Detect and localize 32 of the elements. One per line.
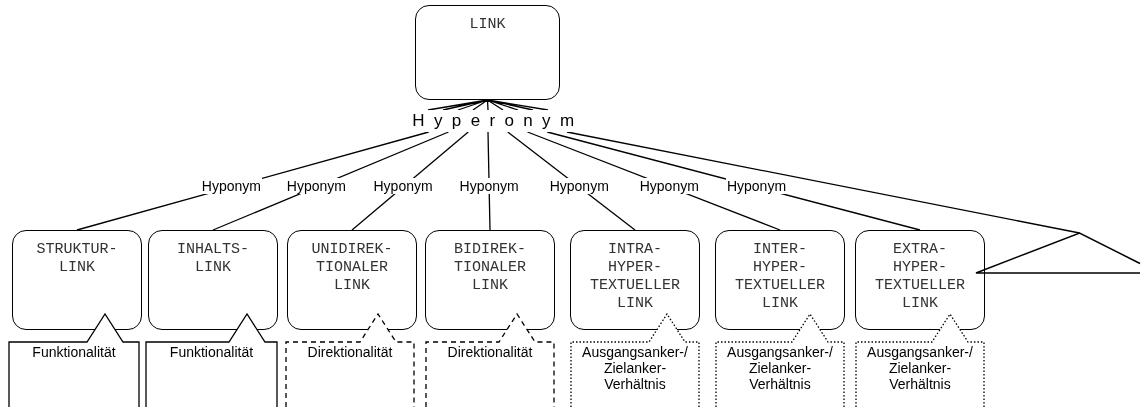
edge-label: Hyponym: [725, 178, 788, 194]
edge-label: Hyponym: [372, 178, 434, 194]
edge-label: Hyponym: [200, 178, 262, 194]
attribute-text: Ausgangsanker-/ Zielanker- Verhältnis: [866, 344, 974, 392]
concept-box: [855, 230, 985, 330]
concept-box: [715, 230, 845, 330]
concept-name: LINK: [468, 16, 507, 34]
edge-label: Hyponym: [458, 178, 520, 194]
concept-box: [12, 230, 142, 330]
edge-label: Hyponym: [548, 178, 610, 194]
concept-box: [287, 230, 417, 330]
concept-box: [425, 230, 555, 330]
connector-line: [427, 99, 549, 111]
attribute-text: Direktionalität: [306, 344, 394, 360]
concept-name: STRUKTUR- LINK: [35, 241, 119, 277]
concept-name: EXTRA- HYPER- TEXTUELLER LINK: [874, 241, 966, 313]
edge-label: Hyponym: [285, 178, 347, 194]
attribute-text: Ausgangsanker-/ Zielanker- Verhältnis: [726, 344, 834, 392]
concept-box: [148, 230, 278, 330]
attribute-text: Funktionalität: [168, 344, 255, 360]
concept-name: INTRA- HYPER- TEXTUELLER LINK: [589, 241, 681, 313]
edge-label: Hyponym: [638, 178, 700, 194]
concept-name: INTER- HYPER- TEXTUELLER LINK: [734, 241, 826, 313]
attribute-text: Ausgangsanker-/ Zielanker- Verhältnis: [581, 344, 689, 392]
concept-box: [415, 5, 560, 100]
attribute-text: Funktionalität: [31, 344, 117, 360]
concept-name: INHALTS- LINK: [176, 241, 250, 277]
concept-box: [570, 230, 700, 330]
connector-line: [566, 131, 1081, 234]
concept-name: UNIDIREK- TIONALER LINK: [310, 241, 394, 295]
concept-name: BIDIREK- TIONALER LINK: [453, 241, 527, 295]
attribute-text: Direktionalität: [446, 344, 534, 360]
